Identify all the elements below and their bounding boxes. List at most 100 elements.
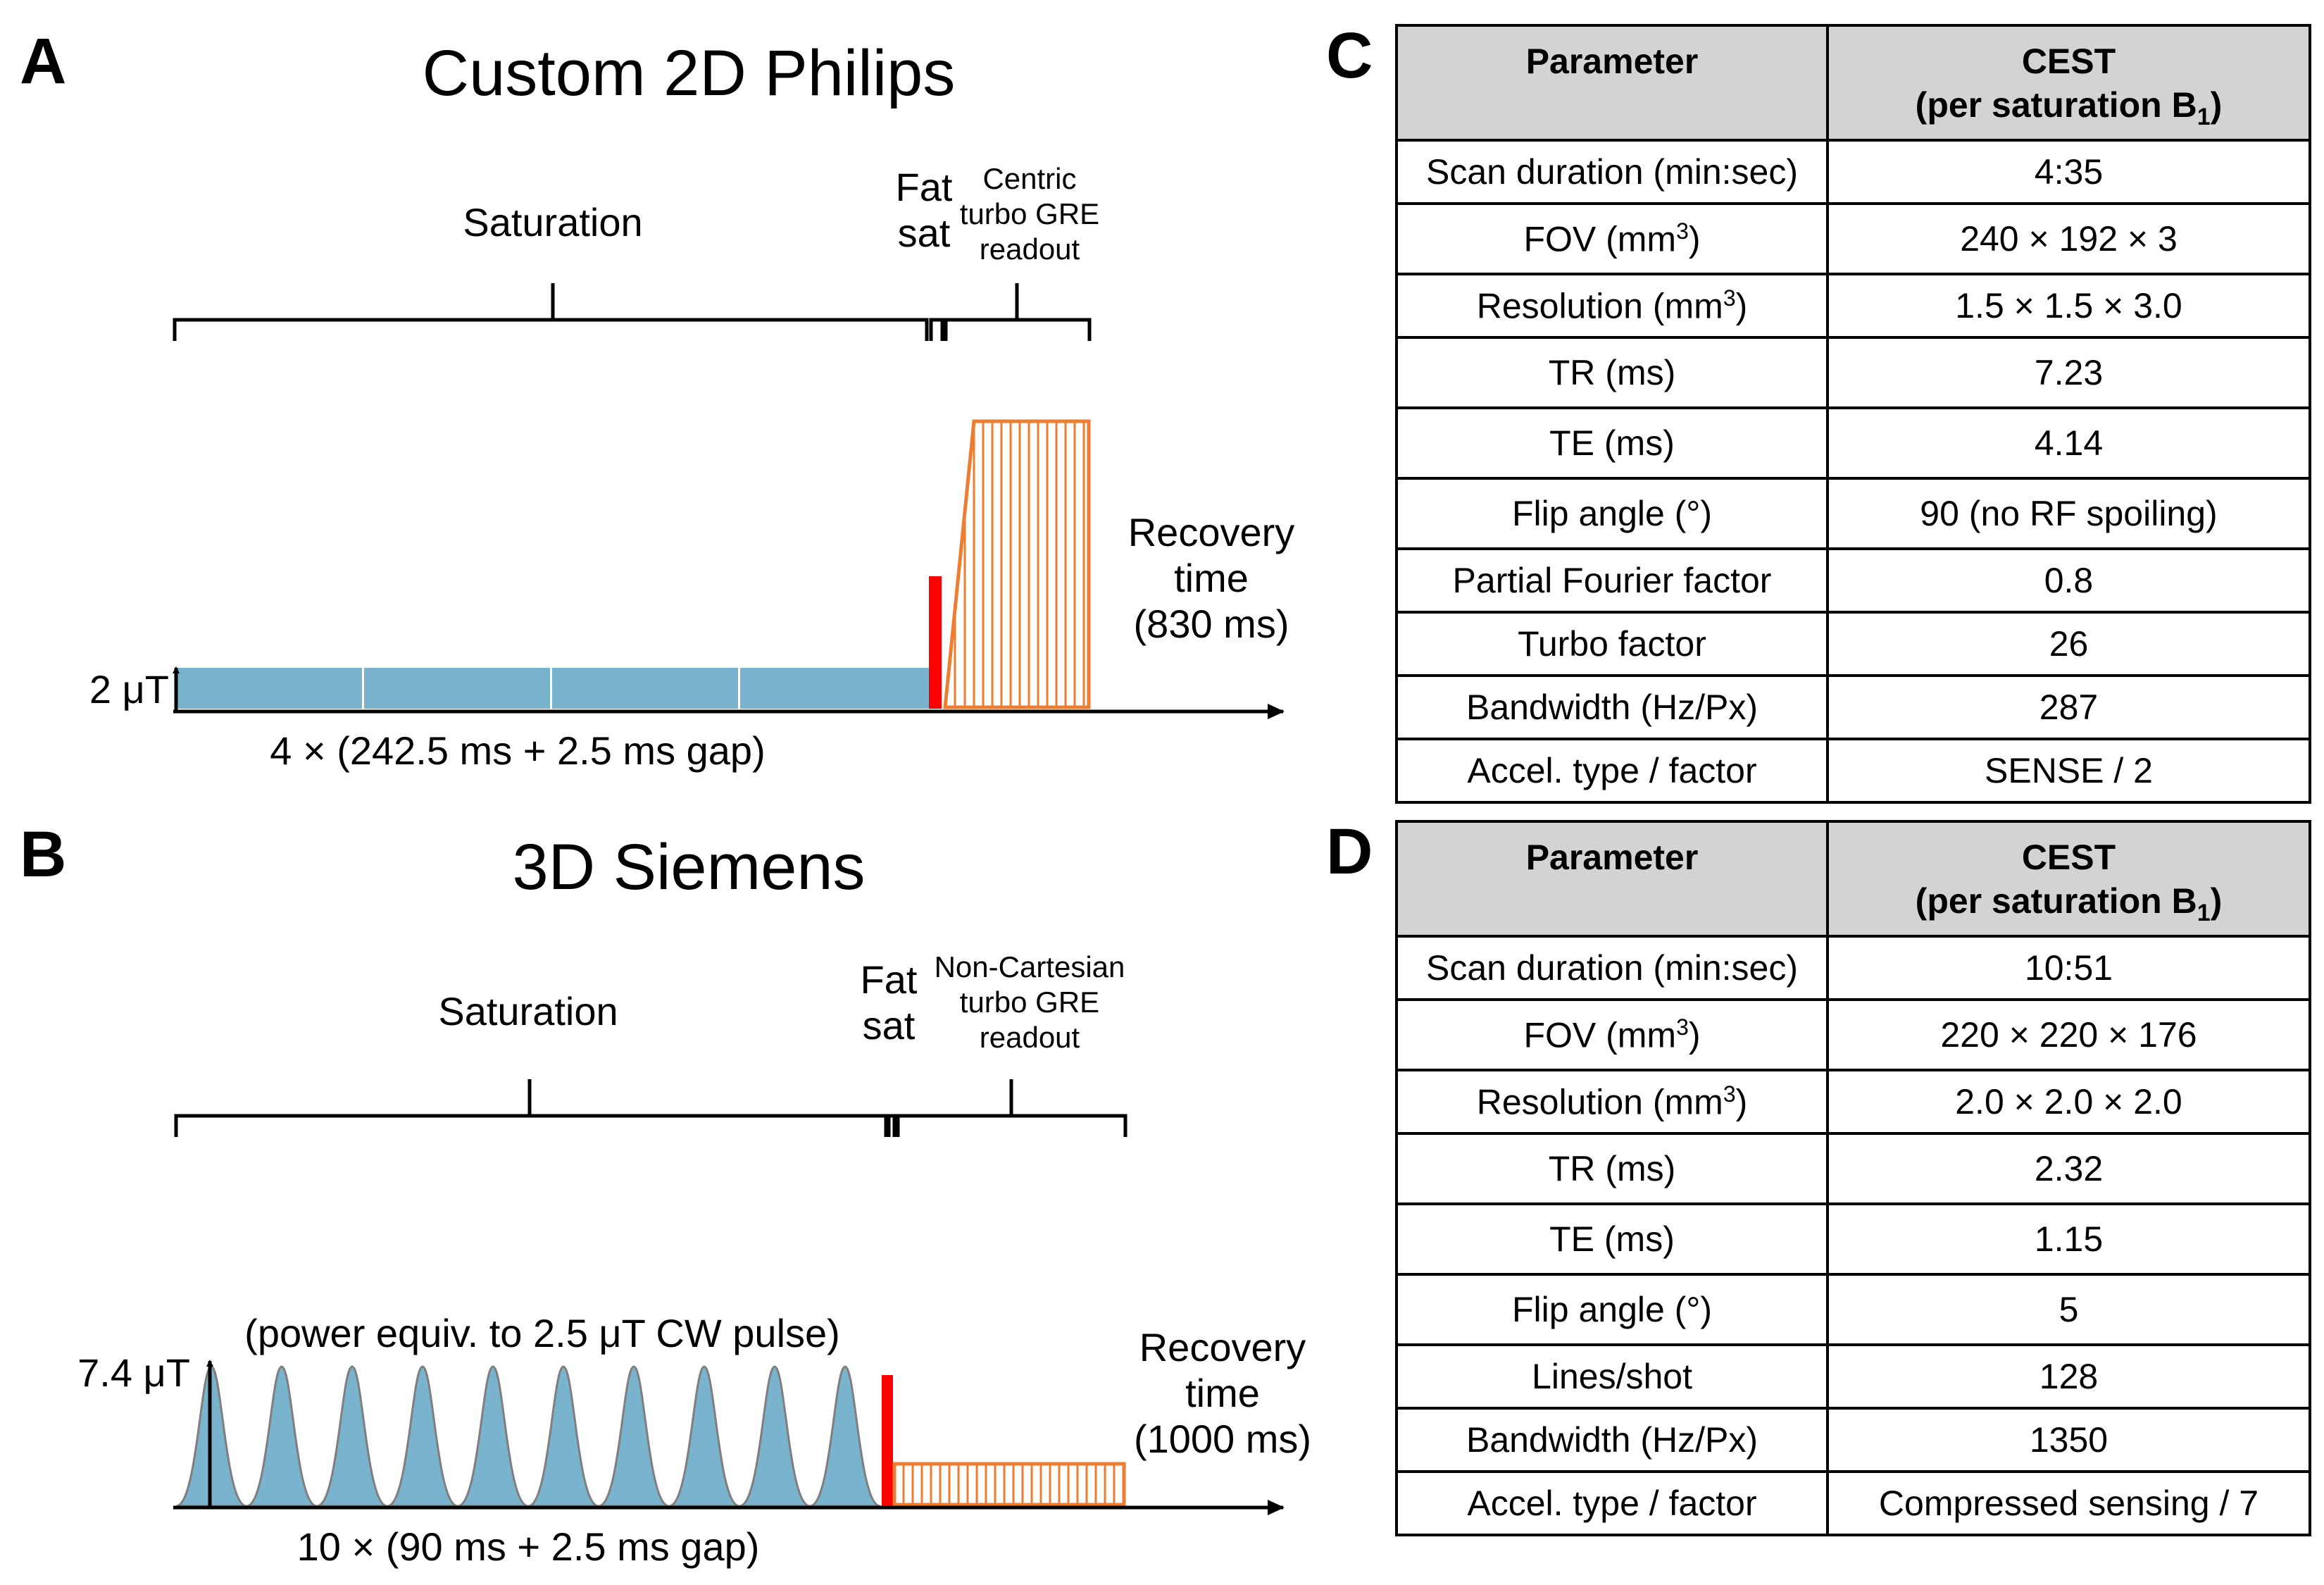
panel-a-fatsat-label-1: Fat	[896, 165, 953, 209]
value-cell: 1.15	[1826, 1202, 2311, 1276]
value-cell: Compressed sensing / 7	[1826, 1470, 2311, 1536]
panel-a-readout-label-3: readout	[980, 232, 1080, 266]
gaussian-pulse	[809, 1365, 881, 1508]
panel-a-amplitude-label: 2 μT	[89, 667, 169, 711]
panel-a-readout-label-1: Centric	[982, 162, 1076, 195]
panel-b-recovery-label-2: time	[1185, 1371, 1260, 1415]
value-cell: 128	[1826, 1343, 2311, 1410]
panel-a-saturation-label: Saturation	[463, 200, 642, 244]
param-cell: Accel. type / factor	[1395, 738, 1829, 804]
panel-a-pulse-caption: 4 × (242.5 ms + 2.5 ms gap)	[270, 728, 765, 773]
value-cell: 287	[1826, 674, 2311, 740]
panel-letter-a: A	[20, 25, 66, 97]
panel-b-readout-label-3: readout	[980, 1021, 1080, 1054]
param-cell: TE (ms)	[1395, 406, 1829, 480]
table-row: TE (ms) 1.15	[1395, 1202, 2311, 1276]
param-cell: Flip angle (°)	[1395, 477, 1829, 550]
table-header-row: Parameter CEST (per saturation B1)	[1395, 820, 2311, 938]
gaussian-pulse	[387, 1365, 458, 1508]
table-row: TE (ms) 4.14	[1395, 406, 2311, 480]
panel-letter-d: D	[1326, 816, 1373, 888]
panel-a-readout-label-2: turbo GRE	[960, 197, 1099, 230]
table-row: FOV (mm3) 220 × 220 × 176	[1395, 998, 2311, 1071]
table-row: FOV (mm3) 240 × 192 × 3	[1395, 202, 2311, 275]
table-row: Resolution (mm3) 2.0 × 2.0 × 2.0	[1395, 1069, 2311, 1135]
gaussian-pulse	[457, 1365, 529, 1508]
value-cell: 1350	[1826, 1407, 2311, 1473]
value-cell: 5	[1826, 1273, 2311, 1346]
param-cell: Lines/shot	[1395, 1343, 1829, 1410]
table-row: Flip angle (°) 5	[1395, 1273, 2311, 1346]
panel-b-readout-block	[892, 1462, 1126, 1507]
param-cell: Turbo factor	[1395, 611, 1829, 677]
panel-b-fatsat-label-1: Fat	[861, 957, 918, 1002]
gaussian-pulse	[246, 1365, 318, 1508]
value-cell: 2.0 × 2.0 × 2.0	[1826, 1069, 2311, 1135]
value-cell: 26	[1826, 611, 2311, 677]
panel-a-title: Custom 2D Philips	[423, 37, 956, 109]
table-row: Lines/shot 128	[1395, 1343, 2311, 1410]
saturation-block	[552, 668, 738, 709]
panel-b-saturation-label: Saturation	[438, 989, 618, 1033]
header-cest: CEST (per saturation B1)	[1826, 24, 2311, 142]
table-header-row: Parameter CEST (per saturation B1)	[1395, 24, 2311, 142]
param-cell: FOV (mm3)	[1395, 998, 1829, 1071]
saturation-block	[364, 668, 550, 709]
panel-a: A Custom 2D Philips Saturation Fat sat C…	[20, 25, 1294, 773]
panel-b: B 3D Siemens Saturation Fat sat Non-Cart…	[20, 819, 1311, 1569]
table-row: Turbo factor 26	[1395, 611, 2311, 677]
panel-b-braces	[174, 1079, 1127, 1137]
panel-a-braces	[173, 283, 1092, 341]
gaussian-pulse	[527, 1365, 599, 1508]
gaussian-pulse	[668, 1365, 740, 1508]
param-cell: Flip angle (°)	[1395, 1273, 1829, 1346]
panel-a-recovery-label-1: Recovery	[1128, 510, 1295, 554]
panel-a-fatsat-pulse	[929, 576, 942, 709]
table-row: TR (ms) 2.32	[1395, 1132, 2311, 1205]
value-cell: SENSE / 2	[1826, 738, 2311, 804]
panel-b-recovery-label-1: Recovery	[1139, 1325, 1306, 1369]
panel-letter-c: C	[1326, 20, 1373, 92]
param-cell: Scan duration (min:sec)	[1395, 935, 1829, 1001]
gaussian-pulse	[739, 1365, 811, 1508]
gaussian-pulse	[316, 1365, 388, 1508]
panel-b-fatsat-pulse	[882, 1375, 893, 1506]
table-row: Scan duration (min:sec) 4:35	[1395, 139, 2311, 205]
value-cell: 2.32	[1826, 1132, 2311, 1205]
panel-a-fatsat-label-2: sat	[898, 211, 951, 255]
param-cell: FOV (mm3)	[1395, 202, 1829, 275]
value-cell: 4:35	[1826, 139, 2311, 205]
header-cest: CEST (per saturation B1)	[1826, 820, 2311, 938]
header-parameter: Parameter	[1395, 820, 1829, 938]
param-cell: Bandwidth (Hz/Px)	[1395, 674, 1829, 740]
panel-b-pulse-caption: 10 × (90 ms + 2.5 ms gap)	[297, 1524, 760, 1569]
param-cell: Resolution (mm3)	[1395, 273, 1829, 339]
panel-a-saturation-pulses	[176, 668, 929, 709]
panel-b-amplitude-label: 7.4 μT	[77, 1350, 190, 1395]
panel-b-title: 3D Siemens	[512, 831, 865, 903]
gaussian-pulse	[598, 1365, 670, 1508]
saturation-block	[740, 668, 929, 709]
value-cell: 4.14	[1826, 406, 2311, 480]
panel-a-recovery-label-3: (830 ms)	[1134, 602, 1289, 646]
table-row: Resolution (mm3) 1.5 × 1.5 × 3.0	[1395, 273, 2311, 339]
param-cell: Bandwidth (Hz/Px)	[1395, 1407, 1829, 1473]
table-row: Bandwidth (Hz/Px) 1350	[1395, 1407, 2311, 1473]
param-cell: TR (ms)	[1395, 1132, 1829, 1205]
table-row: Accel. type / factor Compressed sensing …	[1395, 1470, 2311, 1536]
table-row: Flip angle (°) 90 (no RF spoiling)	[1395, 477, 2311, 550]
value-cell: 0.8	[1826, 547, 2311, 614]
value-cell: 10:51	[1826, 935, 2311, 1001]
panel-b-power-note: (power equiv. to 2.5 μT CW pulse)	[244, 1311, 840, 1355]
value-cell: 7.23	[1826, 336, 2311, 409]
table-row: Accel. type / factor SENSE / 2	[1395, 738, 2311, 804]
panel-b-recovery-label-3: (1000 ms)	[1134, 1417, 1311, 1461]
parameter-table-d: Parameter CEST (per saturation B1) Scan …	[1395, 820, 2311, 1536]
param-cell: Resolution (mm3)	[1395, 1069, 1829, 1135]
value-cell: 1.5 × 1.5 × 3.0	[1826, 273, 2311, 339]
table-row: Partial Fourier factor 0.8	[1395, 547, 2311, 614]
panel-b-readout-label-1: Non-Cartesian	[935, 950, 1125, 983]
panel-letter-b: B	[20, 819, 66, 890]
value-cell: 240 × 192 × 3	[1826, 202, 2311, 275]
